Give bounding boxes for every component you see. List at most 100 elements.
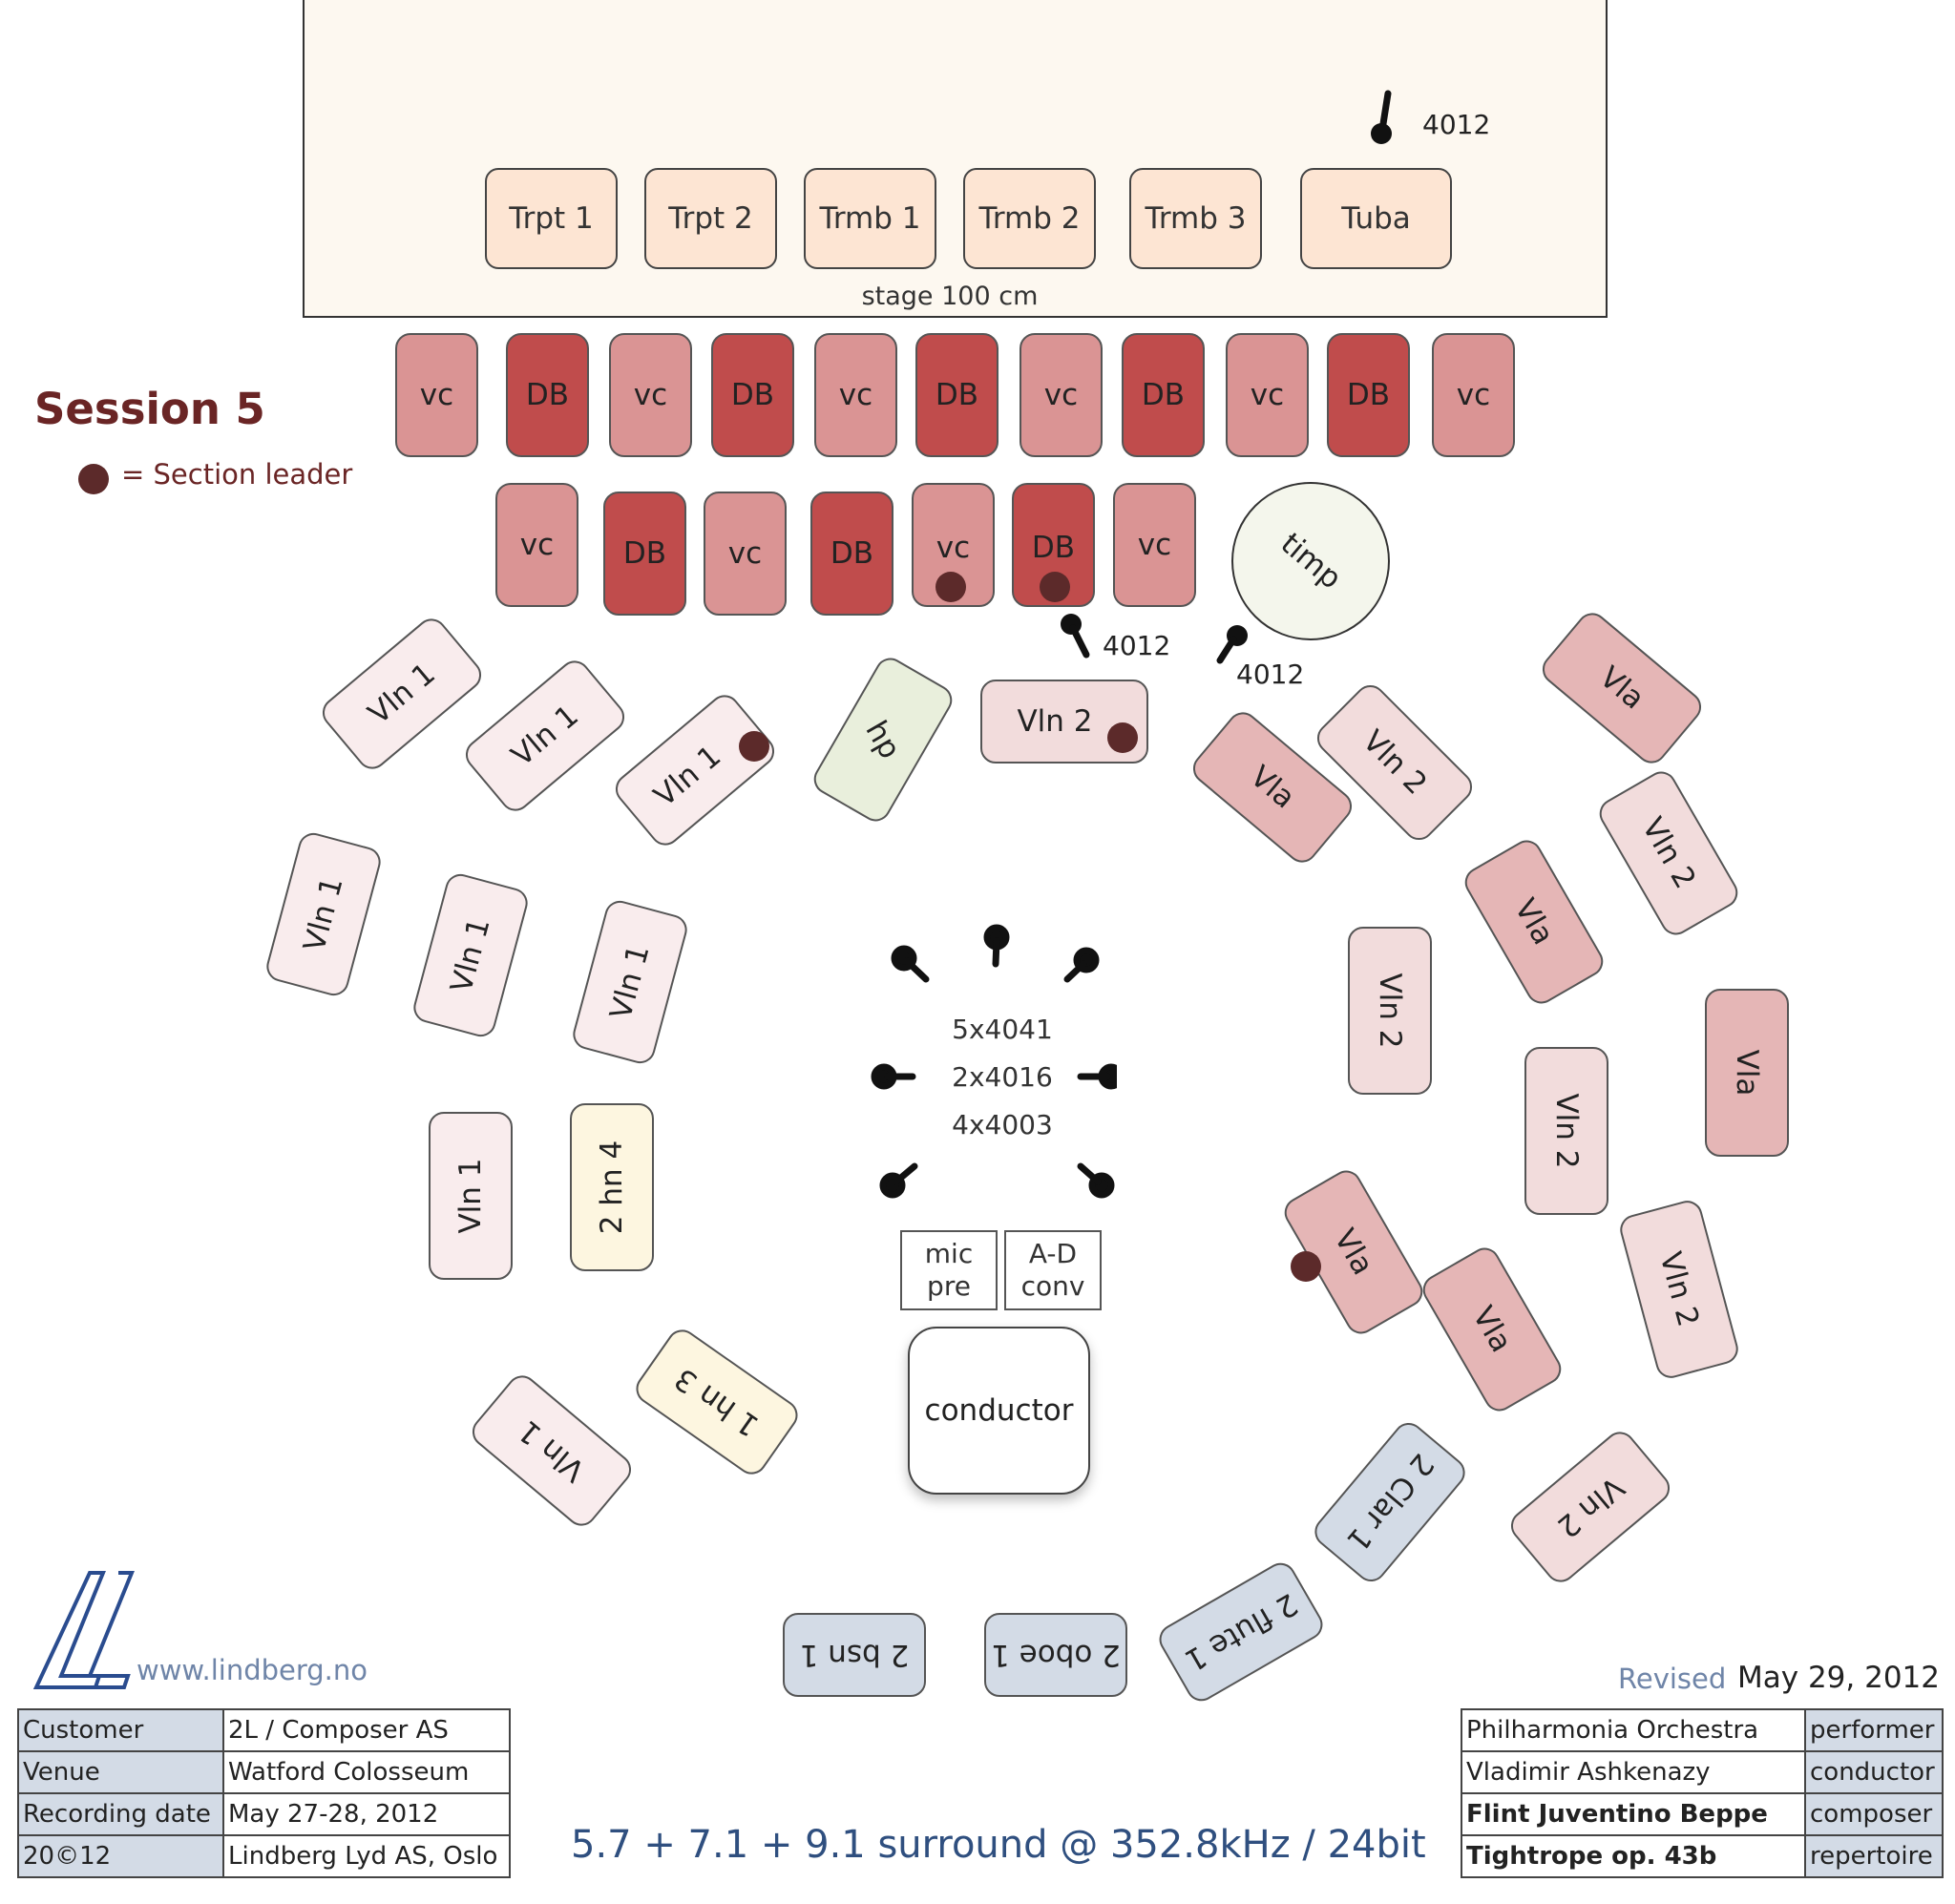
info-value: Watford Colosseum	[222, 1750, 511, 1794]
seat-double-bass: DB	[711, 333, 794, 457]
seat-cello: vc	[704, 492, 787, 616]
info-label: Customer	[17, 1708, 224, 1752]
seat-cello: vc	[1113, 483, 1196, 607]
harp-label: hp	[858, 714, 908, 765]
microphone-icon	[1061, 614, 1090, 659]
seat-violin-1: Vln 1	[466, 1369, 638, 1533]
main-microphone-array	[871, 924, 1117, 1199]
session-title: Session 5	[34, 384, 265, 434]
timpani-label: timp	[1273, 526, 1348, 596]
ad-conv-line-1: A-D	[1028, 1238, 1078, 1269]
seat-trombone-3: Trmb 3	[1129, 168, 1262, 269]
seat-double-bass: DB	[915, 333, 999, 457]
seat-cello: vc	[814, 333, 897, 457]
info-label: Recording date	[17, 1792, 224, 1836]
section-leader-dot-icon	[1040, 572, 1070, 602]
seat-double-bass: DB	[810, 492, 893, 616]
info-value: Tightrope op. 43b	[1461, 1834, 1806, 1878]
seat-violin-2: Vln 2	[1616, 1197, 1742, 1382]
seat-trumpet-2: Trpt 2	[644, 168, 777, 269]
seat-cello: vc	[495, 483, 578, 607]
seat-cello: vc	[1432, 333, 1515, 457]
stage-mic-label: 4012	[1422, 109, 1491, 140]
seat-cello: vc	[395, 333, 478, 457]
lindberg-logo-icon	[32, 1571, 135, 1689]
seat-horn-1-3: 1 hn 3	[630, 1324, 804, 1480]
info-label: Venue	[17, 1750, 224, 1794]
spot-mic-label: 4012	[1236, 659, 1305, 690]
seat-violin-1: Vln 1	[429, 1112, 513, 1280]
seat-viola: Vla	[1536, 606, 1708, 770]
seat-harp: hp	[808, 652, 958, 827]
seat-violin-1: Vln 1	[263, 829, 385, 999]
info-value: Vladimir Ashkenazy	[1461, 1750, 1806, 1794]
mic-array-line-2: 2x4016	[952, 1061, 1053, 1093]
seat-cello: vc	[609, 333, 692, 457]
info-role: conductor	[1804, 1750, 1944, 1794]
website-link[interactable]: www.lindberg.no	[137, 1654, 368, 1686]
info-role: composer	[1804, 1792, 1944, 1836]
seat-trumpet-1: Trpt 1	[485, 168, 618, 269]
seat-viola: Vla	[1417, 1242, 1567, 1417]
section-leader-dot-icon	[935, 572, 966, 602]
seat-flute: 2 flute 1	[1153, 1557, 1329, 1707]
seat-clarinet: 2 Clar 1	[1308, 1416, 1472, 1588]
seat-cello: vc	[1226, 333, 1309, 457]
mic-preamp-box: mic pre	[900, 1230, 998, 1310]
seat-trombone-2: Trmb 2	[963, 168, 1096, 269]
seat-violin-1: Vln 1	[316, 612, 488, 776]
revised-label: Revised	[1618, 1663, 1727, 1695]
seat-double-bass: DB	[1327, 333, 1410, 457]
seat-double-bass: DB	[506, 333, 589, 457]
info-value: Lindberg Lyd AS, Oslo	[222, 1834, 511, 1878]
info-value: Flint Juventino Beppe	[1461, 1792, 1806, 1836]
microphone-icon	[1216, 625, 1248, 664]
info-role: performer	[1804, 1708, 1944, 1752]
seat-horn-2-4: 2 hn 4	[570, 1103, 654, 1271]
seat-double-bass: DB	[1122, 333, 1205, 457]
section-leader-dot-icon	[78, 464, 109, 494]
seat-oboe: 2 oboe 1	[984, 1613, 1127, 1697]
violin-2-label: Vln 2	[1017, 704, 1093, 739]
seat-viola: Vla	[1705, 989, 1789, 1157]
surround-format: 5.7 + 7.1 + 9.1 surround @ 352.8kHz / 24…	[571, 1823, 1426, 1867]
seat-violin-2: Vln 2	[1524, 1047, 1608, 1215]
legend-text: = Section leader	[121, 458, 353, 491]
seat-violin-1: Vln 1	[459, 654, 631, 818]
mic-pre-line-1: mic	[924, 1238, 974, 1269]
info-value: 2L / Composer AS	[222, 1708, 511, 1752]
seat-violin-1-leader: Vln 1	[609, 688, 781, 852]
ad-converter-box: A-D conv	[1004, 1230, 1102, 1310]
microphone-icon	[1371, 90, 1392, 144]
stage-riser	[303, 0, 1608, 318]
section-leader-dot-icon	[739, 731, 769, 762]
spot-mic-label: 4012	[1103, 630, 1171, 661]
mic-array-line-1: 5x4041	[952, 1014, 1053, 1045]
seat-violin-2: Vln 2	[1593, 765, 1744, 941]
seat-tuba: Tuba	[1300, 168, 1452, 269]
revised-date: May 29, 2012	[1737, 1661, 1940, 1695]
conductor-podium: conductor	[908, 1327, 1090, 1495]
seat-timpani: timp	[1231, 482, 1390, 640]
info-label: 20©12	[17, 1834, 224, 1878]
section-leader-dot-icon	[1107, 722, 1138, 753]
seat-cello-leader: vc	[912, 483, 995, 607]
seat-trombone-1: Trmb 1	[804, 168, 936, 269]
seat-bassoon: 2 bsn 1	[783, 1613, 926, 1697]
violin-1-label: Vln 1	[647, 739, 728, 814]
section-leader-dot-icon	[1291, 1251, 1321, 1282]
info-role: repertoire	[1804, 1834, 1944, 1878]
seat-viola: Vla	[1459, 834, 1609, 1010]
seat-cello: vc	[1020, 333, 1103, 457]
info-value: Philharmonia Orchestra	[1461, 1708, 1806, 1752]
stage-caption: stage 100 cm	[861, 282, 1039, 311]
mic-array-line-3: 4x4003	[952, 1109, 1053, 1140]
seat-violin-1: Vln 1	[569, 897, 691, 1067]
info-value: May 27-28, 2012	[222, 1792, 511, 1836]
seat-violin-2: Vln 2	[1348, 927, 1432, 1095]
seat-violin-1: Vln 1	[410, 870, 532, 1040]
seat-violin-2: Vln 2	[1504, 1425, 1676, 1589]
ad-conv-line-2: conv	[1020, 1270, 1085, 1302]
